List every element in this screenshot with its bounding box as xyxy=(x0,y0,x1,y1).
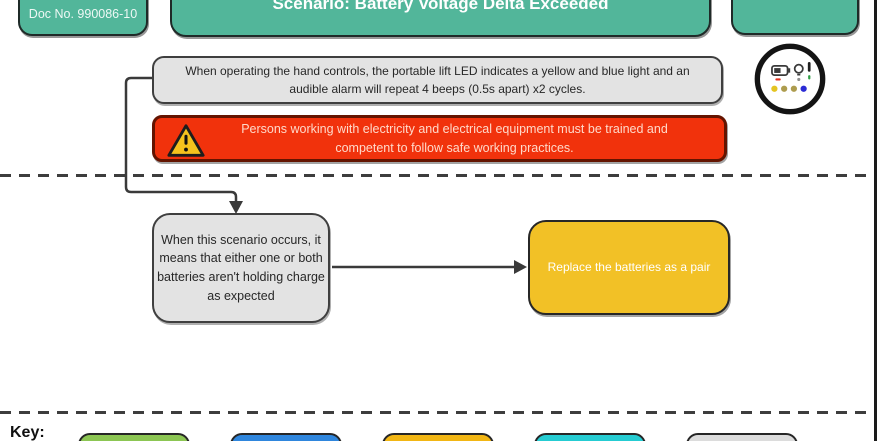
key-box-gray xyxy=(686,433,798,441)
doc-number-label: Doc No. 990086-10 xyxy=(28,7,138,21)
page-title: Scenario: Battery Voltage Delta Exceeded xyxy=(272,0,609,13)
alert-exclamation-icon xyxy=(807,61,811,80)
doc-number-box: Doc No. 990086-10 xyxy=(18,0,148,36)
led-dots xyxy=(771,85,807,92)
key-box-green xyxy=(78,433,190,441)
warning-triangle-icon xyxy=(167,124,205,157)
safety-warning-text: Persons working with electricity and ele… xyxy=(241,122,668,155)
header-right-box xyxy=(731,0,859,35)
dashed-separator-bottom xyxy=(0,411,876,414)
lift-led-status-icon xyxy=(754,43,826,115)
safety-warning-box: Persons working with electricity and ele… xyxy=(152,115,727,162)
led-notice-text: When operating the hand controls, the po… xyxy=(185,64,690,96)
scenario-title-box: Scenario: Battery Voltage Delta Exceeded xyxy=(170,0,711,37)
bulb-icon xyxy=(793,63,804,82)
action-text: Replace the batteries as a pair xyxy=(547,260,711,275)
scenario-cause-text: When this scenario occurs, it means that… xyxy=(157,232,325,303)
key-box-blue xyxy=(230,433,342,441)
action-box: Replace the batteries as a pair xyxy=(528,220,730,315)
led-notice-box: When operating the hand controls, the po… xyxy=(152,56,723,104)
page-right-border xyxy=(874,0,877,441)
arrowhead-right xyxy=(514,260,527,274)
key-label: Key: xyxy=(10,424,45,441)
battery-icon xyxy=(771,64,791,81)
scenario-cause-box: When this scenario occurs, it means that… xyxy=(152,213,330,323)
key-box-cyan xyxy=(534,433,646,441)
dashed-separator-top xyxy=(0,174,876,177)
key-box-yellow xyxy=(382,433,494,441)
